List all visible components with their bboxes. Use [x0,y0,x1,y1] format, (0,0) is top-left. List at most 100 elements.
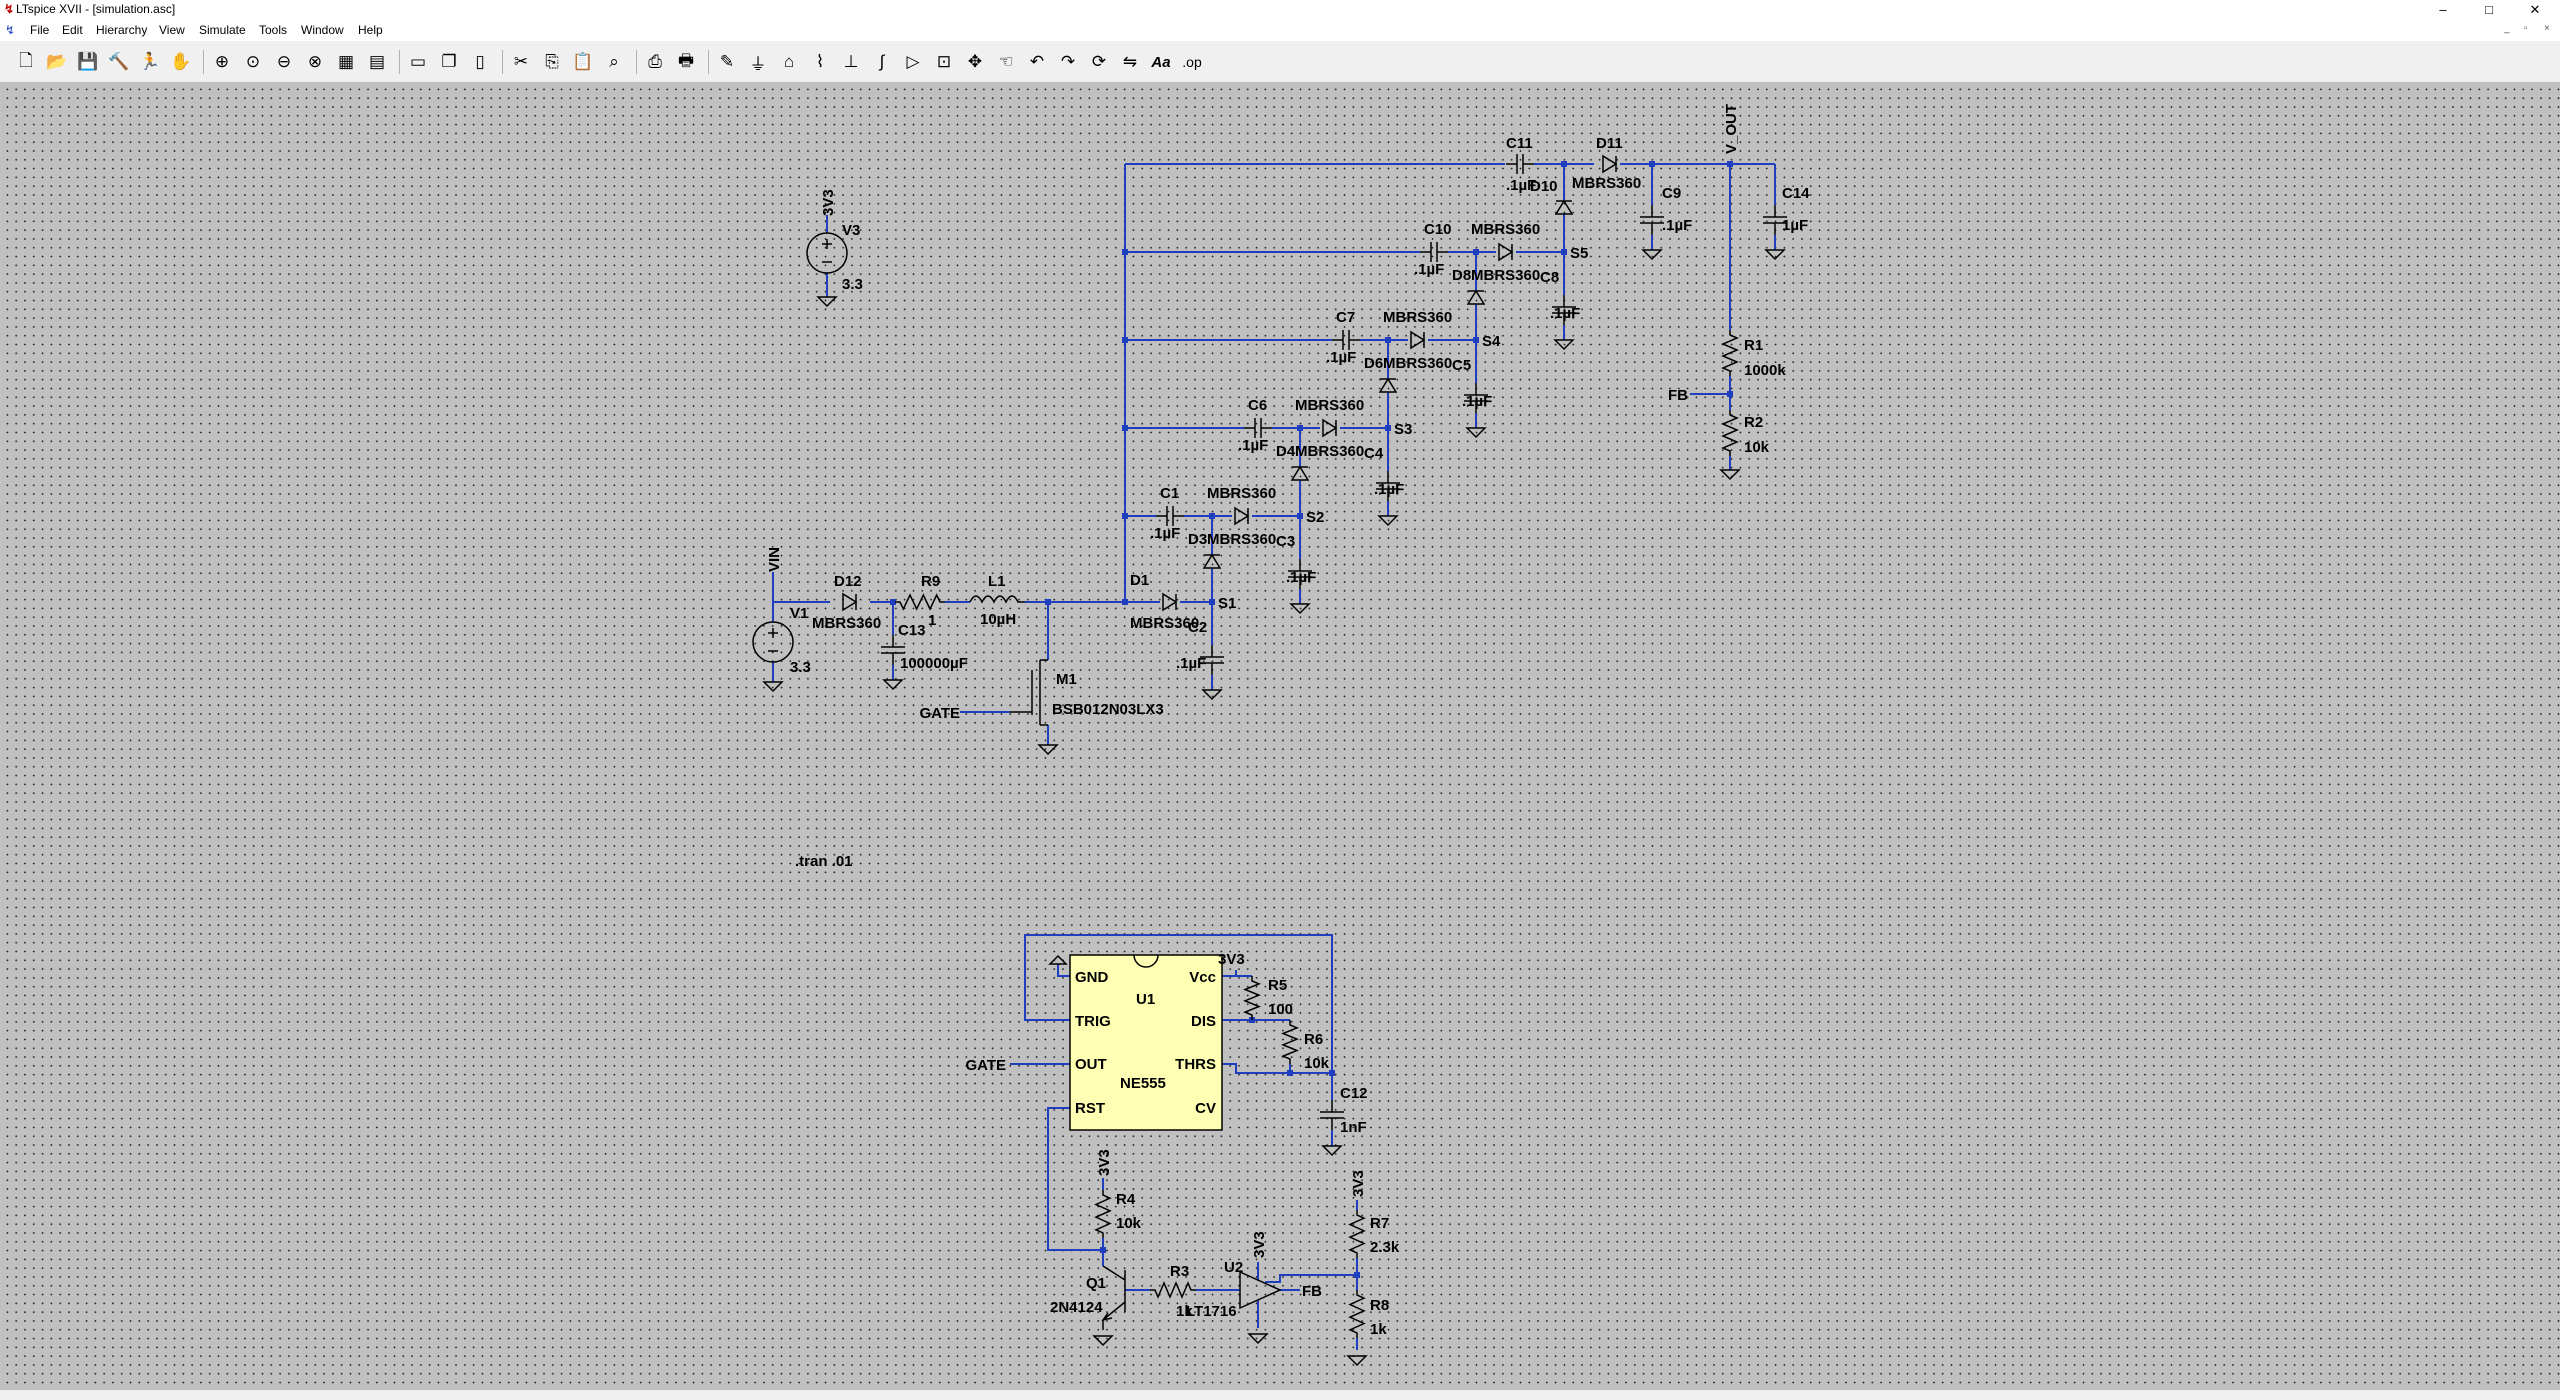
schematic-doc-icon[interactable]: ↯ [5,23,16,37]
c8-value: .1µF [1550,305,1580,322]
d1-value: MBRS360 [1130,615,1199,632]
mdi-close-button[interactable]: × [2544,23,2550,34]
u1-pin-trig: TRIG [1075,1013,1111,1030]
label-net-icon[interactable]: ⌂ [783,52,795,71]
print-icon[interactable]: ⎙ [648,52,662,71]
mirror-icon[interactable]: ⇋ [1122,52,1138,71]
c12-value: 1nF [1340,1119,1367,1136]
zoom-in-icon[interactable]: ⊕ [214,52,230,71]
plot-settings-icon[interactable]: ▤ [368,52,386,71]
r7-name: R7 [1370,1215,1389,1232]
r5-value: 100 [1268,1001,1293,1018]
junction [890,599,896,605]
text-icon[interactable]: Aa [1151,53,1171,71]
zoom-fit-icon[interactable]: ⊗ [307,52,323,71]
autoscale-icon[interactable]: ▦ [337,52,355,71]
c3-value: .1µF [1286,569,1316,586]
open-icon[interactable]: 📂 [46,52,68,71]
d8-value: MBRS360 [1471,267,1540,284]
component-icon[interactable]: ⊡ [936,52,952,71]
copy-icon[interactable]: ⎘ [545,52,559,71]
u1-pin-gnd: GND [1075,969,1109,986]
capacitor-icon[interactable]: ⊥ [843,52,859,71]
undo-icon[interactable]: ↶ [1029,52,1045,71]
menu-simulate[interactable]: Simulate [199,23,246,37]
tile-horizontal-icon[interactable]: ▭ [409,52,427,71]
spice-directive-tran: .tran .01 [795,853,853,870]
paste-icon[interactable]: 📋 [572,52,594,71]
zoom-out-icon[interactable]: ⊖ [276,52,292,71]
ground-icon [1289,603,1311,615]
r5-symbol [1243,976,1261,1020]
ground-icon[interactable]: ⏚ [749,54,767,74]
d6-symbol [1378,377,1398,393]
control-panel-icon[interactable]: 🔨 [108,52,130,71]
halt-icon[interactable]: ✋ [170,52,192,71]
d11-value: MBRS360 [1572,175,1641,192]
minimize-button[interactable]: – [2439,2,2447,17]
d11-symbol [1602,154,1618,174]
c11-name: C11 [1506,135,1533,152]
d12-name: D12 [834,573,862,590]
c4-symbol [1376,471,1400,501]
mdi-restore-button[interactable]: ▫ [2524,23,2528,34]
find-icon[interactable]: ⌕ [609,52,619,71]
resistor-icon[interactable]: ⌇ [815,52,825,71]
diode-icon[interactable]: ▷ [906,52,920,71]
d1-symbol [1162,592,1178,612]
inductor-icon[interactable]: ∫ [879,52,885,71]
zoom-pan-icon[interactable]: ⊙ [245,52,261,71]
draw-wire-icon[interactable]: ✎ [719,52,735,71]
tile-vertical-icon[interactable]: ▯ [475,52,485,71]
ground-icon [1092,1335,1114,1347]
menu-help[interactable]: Help [358,23,383,37]
c5-value: .1µF [1462,393,1492,410]
c4-name: C4 [1364,445,1384,462]
drag-icon[interactable]: ☜ [998,52,1014,71]
c13-name: C13 [898,622,926,639]
net-label-s5: S5 [1570,245,1588,262]
junction [1045,599,1051,605]
net-label-3v3: 3V3 [820,189,837,216]
u2-value: LT1716 [1186,1303,1237,1320]
c3-name: C3 [1276,533,1295,550]
schematic-drawing[interactable]: 3V3V33.3VINV13.3D12MBRS360R91L110µHC1310… [0,82,2560,1390]
d6-name: D6 [1364,355,1383,372]
menu-file[interactable]: File [30,23,50,37]
redo-icon[interactable]: ↷ [1060,52,1076,71]
menu-edit[interactable]: Edit [62,23,83,37]
rotate-icon[interactable]: ⟳ [1091,52,1107,71]
labels: 3V3V33.3VINV13.3D12MBRS360R91L110µHC1310… [766,104,1810,1338]
cascade-icon[interactable]: ❐ [441,52,457,71]
q1-value: 2N4124 [1050,1299,1103,1316]
ground-icon [816,296,838,308]
d10-name: D10 [1530,178,1558,195]
run-icon[interactable]: 🏃 [139,52,161,71]
r8-value: 1k [1370,1321,1387,1338]
cut-icon[interactable]: ✂ [513,52,529,71]
wire [1222,1063,1290,1074]
r9-name: R9 [921,573,940,590]
c6-name: C6 [1248,397,1267,414]
menu-window[interactable]: Window [301,23,344,37]
menu-tools[interactable]: Tools [259,23,288,37]
r4-name: R4 [1116,1191,1136,1208]
net-label-s3: S3 [1394,421,1412,438]
junction [1727,391,1733,397]
restore-button[interactable]: □ [2485,2,2493,17]
spice-directive-icon[interactable]: .op [1182,54,1202,70]
close-button[interactable]: ✕ [2529,2,2541,17]
wire [1024,934,1333,1075]
menu-view[interactable]: View [159,23,185,37]
print-setup-icon[interactable]: 🖶 [677,50,695,70]
save-icon[interactable]: 💾 [77,52,99,71]
r9-value: 1 [928,612,936,629]
l1-value: 10µH [980,611,1016,628]
new-schematic-icon[interactable]: 🗋 [19,50,33,70]
v3-source-symbol-polarity [822,239,832,263]
menu-hierarchy[interactable]: Hierarchy [96,23,148,37]
mdi-minimize-button[interactable]: _ [2504,23,2510,34]
move-icon[interactable]: ✥ [967,52,983,71]
net-label-3v3-r4: 3V3 [1096,1149,1113,1176]
